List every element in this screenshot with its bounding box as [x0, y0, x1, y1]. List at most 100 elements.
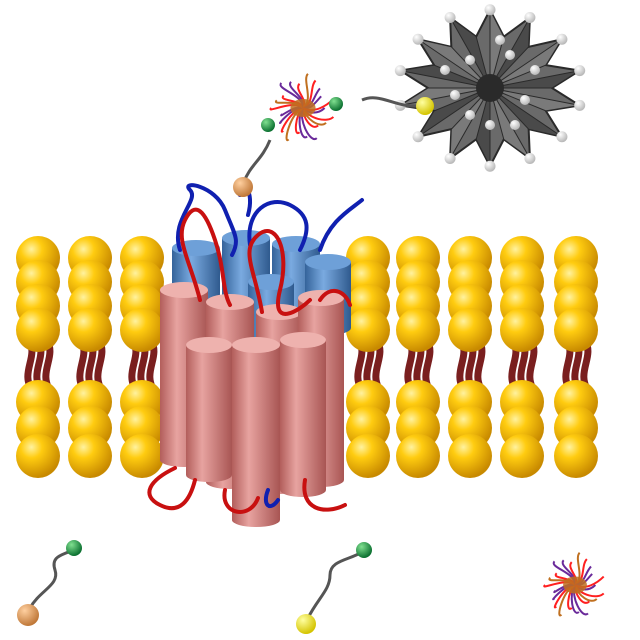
lipid-head: [120, 308, 164, 352]
green-bead: [356, 542, 372, 558]
nanoparticle-facet: [400, 87, 491, 106]
red-helix-cap: [232, 337, 280, 353]
green-bead: [261, 118, 275, 132]
white-bead: [465, 110, 475, 120]
white-bead: [495, 35, 505, 45]
loop: [176, 183, 238, 257]
white-bead: [574, 65, 586, 77]
linker-yellow-green: [296, 542, 372, 634]
nanoparticle-facet: [400, 64, 491, 89]
loop: [247, 229, 312, 316]
tether: [242, 139, 272, 183]
nanoparticle-facet: [489, 87, 580, 112]
nanoparticle-facet: [417, 38, 491, 89]
free-protein: [543, 551, 605, 617]
lipid-head: [448, 434, 492, 478]
nanoparticle-facet: [417, 87, 491, 138]
white-bead: [530, 65, 540, 75]
lipid-head: [16, 434, 60, 478]
protein-core: [290, 99, 316, 117]
lipid-head: [346, 434, 390, 478]
nanoparticle-facet: [489, 70, 580, 89]
red-helix-cap: [280, 332, 326, 348]
white-bead: [556, 131, 568, 143]
white-bead: [444, 152, 456, 164]
tether: [361, 96, 421, 108]
white-bead: [484, 4, 496, 16]
red-helix-body: [232, 345, 280, 520]
loop: [302, 478, 347, 512]
white-bead: [465, 55, 475, 65]
orange-bead: [17, 604, 39, 626]
lipid-head: [500, 434, 544, 478]
loop: [179, 207, 232, 307]
lipid-head: [120, 434, 164, 478]
star-nanoparticle: [394, 4, 586, 172]
lipid-head: [68, 308, 112, 352]
nanoparticle-facet: [489, 38, 563, 89]
white-bead: [524, 152, 536, 164]
loop: [318, 198, 364, 252]
white-bead: [574, 99, 586, 111]
nanoparticle-facet: [489, 87, 563, 138]
linker-orange-green: [17, 540, 82, 626]
lipid-head: [16, 308, 60, 352]
loop: [318, 289, 352, 307]
red-helix-body: [186, 345, 232, 475]
loop: [222, 488, 260, 514]
white-bead: [440, 65, 450, 75]
nanoparticle-facet: [489, 87, 531, 159]
loop: [247, 199, 309, 252]
white-bead: [484, 160, 496, 172]
protein-conjugate: [233, 73, 434, 197]
white-bead: [412, 33, 424, 45]
red-helix-cap: [186, 337, 232, 353]
white-bead: [412, 131, 424, 143]
green-bead: [66, 540, 82, 556]
membrane-channel: [147, 183, 364, 527]
loop: [147, 466, 197, 511]
white-bead: [556, 33, 568, 45]
nanoparticle-facet: [489, 9, 505, 89]
lipid-head: [554, 308, 598, 352]
red-helix: [186, 337, 232, 482]
white-bead: [510, 120, 520, 130]
linker-tether: [306, 550, 363, 619]
white-bead: [394, 65, 406, 77]
nanoparticle-facet: [449, 17, 491, 89]
conjugated-protein: [269, 73, 335, 141]
green-bead: [329, 97, 343, 111]
yellow-bead: [416, 97, 434, 115]
white-bead: [524, 12, 536, 24]
white-bead: [505, 50, 515, 60]
linker-tether: [28, 548, 73, 609]
red-helix-bottom: [232, 513, 280, 527]
white-bead: [485, 120, 495, 130]
nanoparticle-facet: [449, 87, 491, 159]
yellow-bead: [296, 614, 316, 634]
lipid-head: [396, 434, 440, 478]
lipid-head: [500, 308, 544, 352]
lipid-head: [346, 308, 390, 352]
blue-helix-cap: [272, 236, 320, 252]
free-protein-blob: [543, 551, 605, 617]
red-helix: [280, 332, 326, 497]
lipid-head: [448, 308, 492, 352]
red-helix-bottom: [186, 468, 232, 482]
red-helix-body: [280, 340, 326, 490]
loop: [263, 488, 280, 509]
white-bead: [444, 12, 456, 24]
blue-helix-cap: [305, 254, 351, 270]
red-helix: [232, 337, 280, 527]
lipid-head: [68, 434, 112, 478]
protein-core: [563, 576, 587, 594]
lipid-bilayer: [16, 236, 598, 478]
white-bead: [520, 95, 530, 105]
nanoparticle-core: [476, 74, 504, 102]
orange-bead: [233, 177, 253, 197]
lipid-head: [554, 434, 598, 478]
white-bead: [450, 90, 460, 100]
lipid-head: [396, 308, 440, 352]
